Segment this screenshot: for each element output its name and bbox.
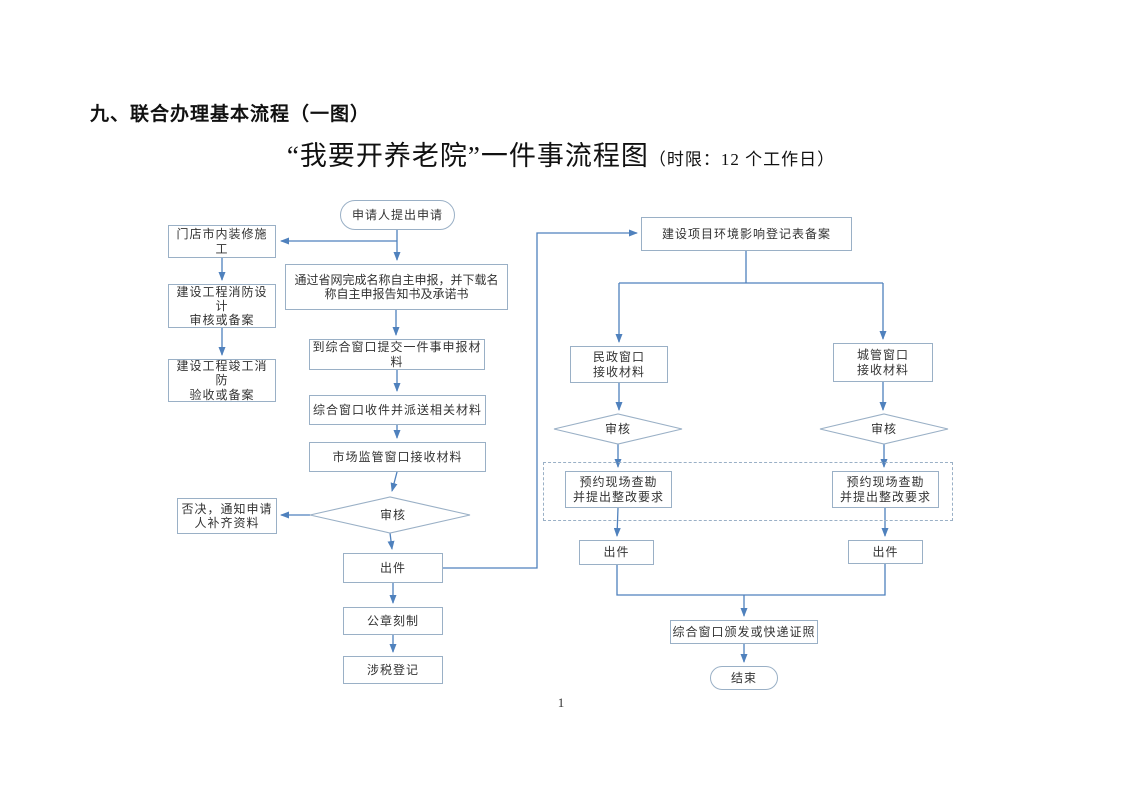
- node-issue-right: 出件: [848, 540, 923, 564]
- node-dispatch-materials: 综合窗口收件并派送相关材料: [309, 395, 486, 425]
- node-urban-window: 城管窗口 接收材料: [833, 343, 933, 382]
- node-start: 申请人提出申请: [340, 200, 455, 230]
- site-survey-dashed-zone: [543, 462, 953, 521]
- node-site-survey-right: 预约现场查勘 并提出整改要求: [832, 471, 939, 508]
- node-submit-window: 到综合窗口提交一件事申报材 料: [309, 339, 485, 370]
- node-issue-main: 出件: [343, 553, 443, 583]
- flow-title: “我要开养老院”一件事流程图（时限：12 个工作日）: [0, 134, 1122, 173]
- label-review-main: 审核: [379, 508, 406, 522]
- flow-title-note: （时限：12 个工作日）: [648, 150, 836, 169]
- node-end: 结束: [710, 666, 778, 690]
- flow-title-text: “我要开养老院”一件事流程图: [286, 141, 649, 171]
- node-env-record: 建设项目环境影响登记表备案: [641, 217, 852, 251]
- node-shop-decoration: 门店市内装修施工: [168, 225, 276, 258]
- node-tax-registration: 涉税登记: [343, 656, 443, 684]
- node-market-window: 市场监管窗口接收材料: [309, 442, 486, 472]
- node-seal-making: 公章刻制: [343, 607, 443, 635]
- label-review-urban: 审核: [870, 422, 897, 436]
- node-reject-notice: 否决，通知申请 人补齐资料: [177, 498, 277, 534]
- page-heading: 九、联合办理基本流程（一图）: [90, 104, 371, 125]
- node-fire-acceptance: 建设工程竣工消防 验收或备案: [168, 359, 276, 402]
- node-issue-left: 出件: [579, 540, 654, 565]
- node-site-survey-left: 预约现场查勘 并提出整改要求: [565, 471, 672, 508]
- node-fire-design-review: 建设工程消防设计 审核或备案: [168, 284, 276, 328]
- node-province-net-declare: 通过省网完成名称自主申报，并下载名 称自主申报告知书及承诺书: [285, 264, 508, 310]
- label-review-civil: 审核: [604, 422, 631, 436]
- node-license-delivery: 综合窗口颁发或快递证照: [670, 620, 818, 644]
- node-civil-window: 民政窗口 接收材料: [570, 346, 668, 383]
- page-number: 1: [557, 695, 565, 710]
